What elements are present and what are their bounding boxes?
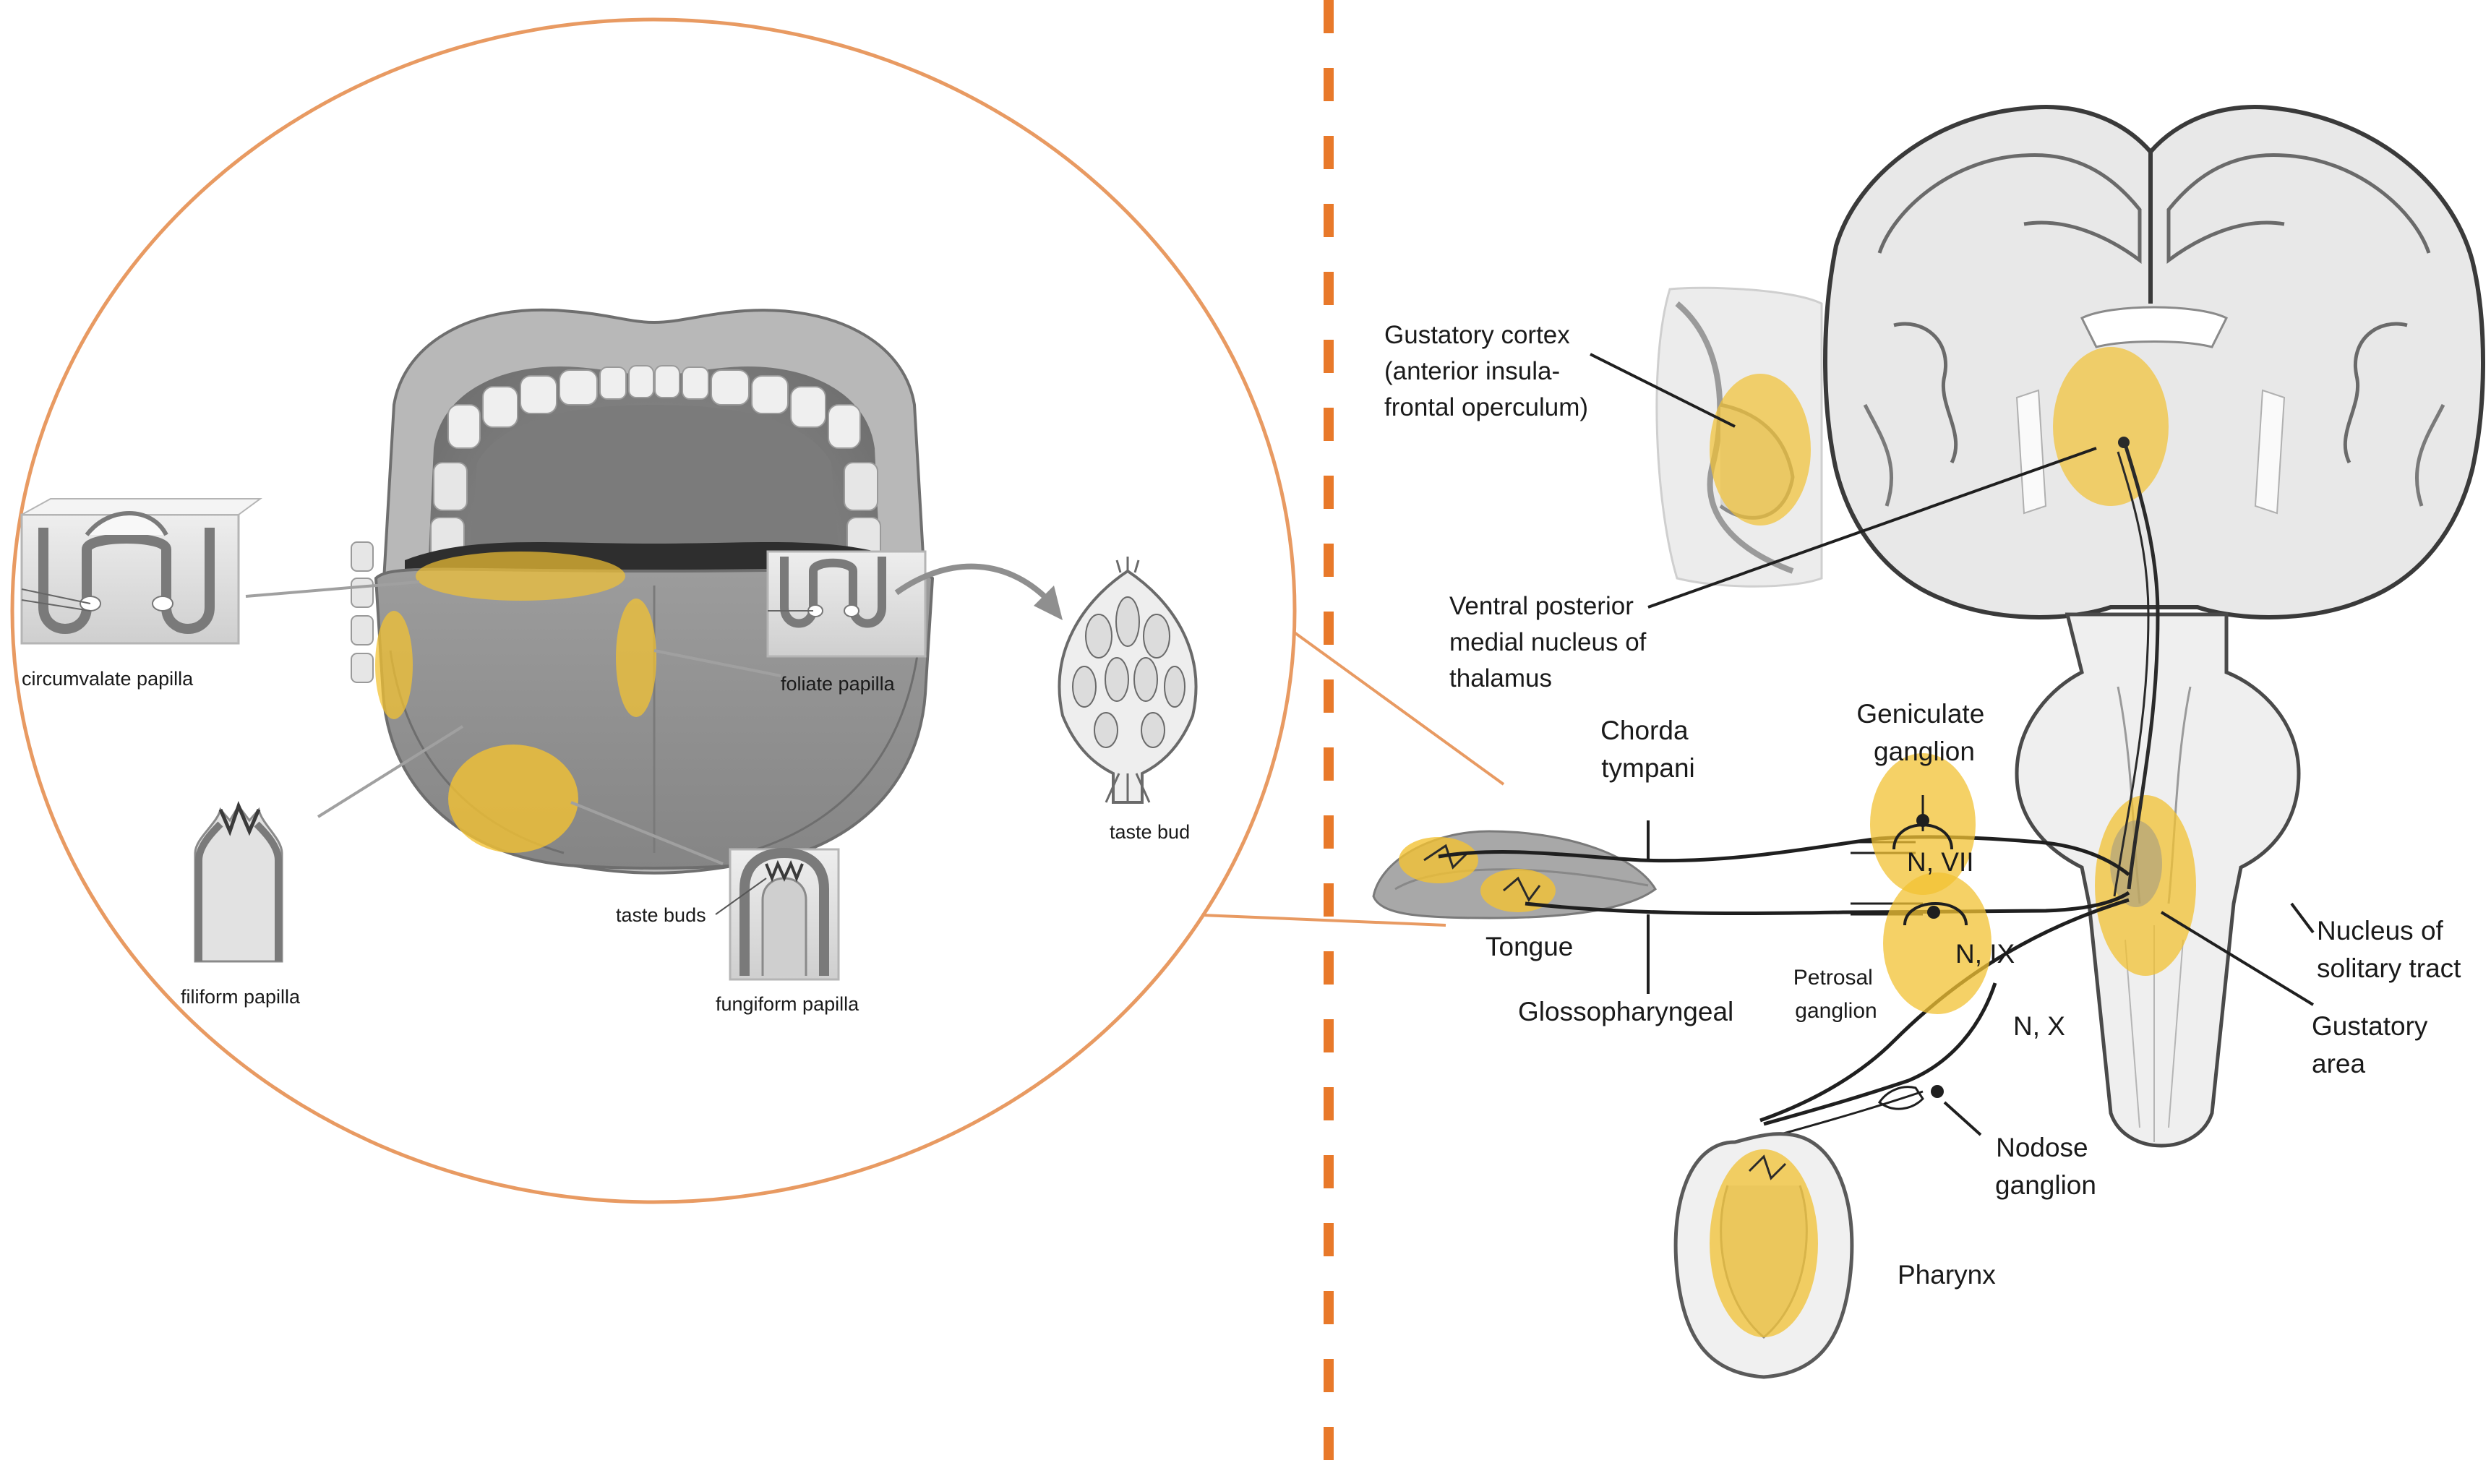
label-geniculate-ganglion: Geniculate ganglion (1856, 699, 1991, 766)
insula-inset-slice (1655, 286, 1823, 588)
pathway-leader-lines (1590, 353, 2315, 1136)
foliate-left-highlight (375, 611, 413, 719)
zoom-line-top (1278, 620, 1505, 786)
zoom-circle-panel: circumvalate papilla foliate papilla (10, 17, 1297, 1204)
tongue-side-view (1372, 830, 1657, 919)
label-circumvalate-papilla: circumvalate papilla (22, 668, 194, 690)
foliate-right-highlight (616, 599, 656, 717)
papilla-leader-lines (245, 580, 781, 865)
tongue-anterior-highlight (1399, 837, 1478, 883)
label-filiform-papilla: filiform papilla (181, 986, 301, 1008)
label-n-x: N, X (2013, 1011, 2065, 1041)
label-taste-buds: taste buds (616, 904, 706, 926)
label-pharynx: Pharynx (1898, 1260, 1996, 1290)
circumvalate-papilla-illustration (20, 498, 263, 645)
foliate-papilla-illustration (766, 550, 927, 658)
label-foliate-papilla: foliate papilla (781, 673, 896, 695)
ascending-tract (2123, 444, 2160, 890)
petrosal-ganglion-highlight (1883, 872, 1991, 1014)
tongue-posterior-highlight (1480, 869, 1556, 912)
label-n-ix: N, IX (1955, 939, 2015, 969)
filiform-papilla-illustration (194, 801, 283, 963)
gustatory-cortex-highlight (1710, 374, 1811, 526)
taste-bud-illustration (1058, 557, 1198, 804)
fungiform-papilla-illustration (715, 847, 840, 981)
label-vpm-thalamus: Ventral posterior medial nucleus of thal… (1449, 592, 1653, 692)
zoom-line-bottom (1185, 913, 1446, 927)
pharynx-illustration (1673, 1132, 1854, 1379)
gustatory-pathway-panel: Gustatory cortex (anterior insula- front… (1372, 105, 2485, 1379)
fungiform-highlight (448, 745, 578, 853)
pharynx-highlight (1710, 1149, 1818, 1337)
label-nucleus-solitary-tract: Nucleus of solitary tract (2317, 916, 2461, 983)
label-tongue: Tongue (1485, 932, 1573, 961)
label-n-vii: N, VII (1907, 847, 1974, 877)
coronal-brain-section (1823, 105, 2485, 619)
nodose-ganglion (1763, 982, 1997, 1136)
label-gustatory-cortex: Gustatory cortex (anterior insula- front… (1384, 321, 1588, 421)
label-fungiform-papilla: fungiform papilla (716, 993, 859, 1015)
thalamus-vpm-highlight (2053, 347, 2169, 506)
label-taste-bud: taste bud (1110, 821, 1190, 843)
brainstem (2015, 612, 2301, 1148)
circumvalate-highlight (416, 552, 625, 601)
open-mouth-illustration (351, 308, 935, 875)
label-nodose-ganglion: Nodose ganglion (1995, 1133, 2096, 1200)
upper-teeth (447, 365, 861, 449)
label-glossopharyngeal: Glossopharyngeal (1518, 997, 1733, 1026)
arrow-to-taste-bud (894, 563, 1050, 602)
label-gustatory-area: Gustatory area (2312, 1011, 2435, 1078)
label-petrosal-ganglion: Petrosal ganglion (1793, 966, 1879, 1023)
nucleus-solitary-highlight (2095, 795, 2196, 976)
label-chorda-tympani: Chorda tympani (1600, 716, 1696, 783)
